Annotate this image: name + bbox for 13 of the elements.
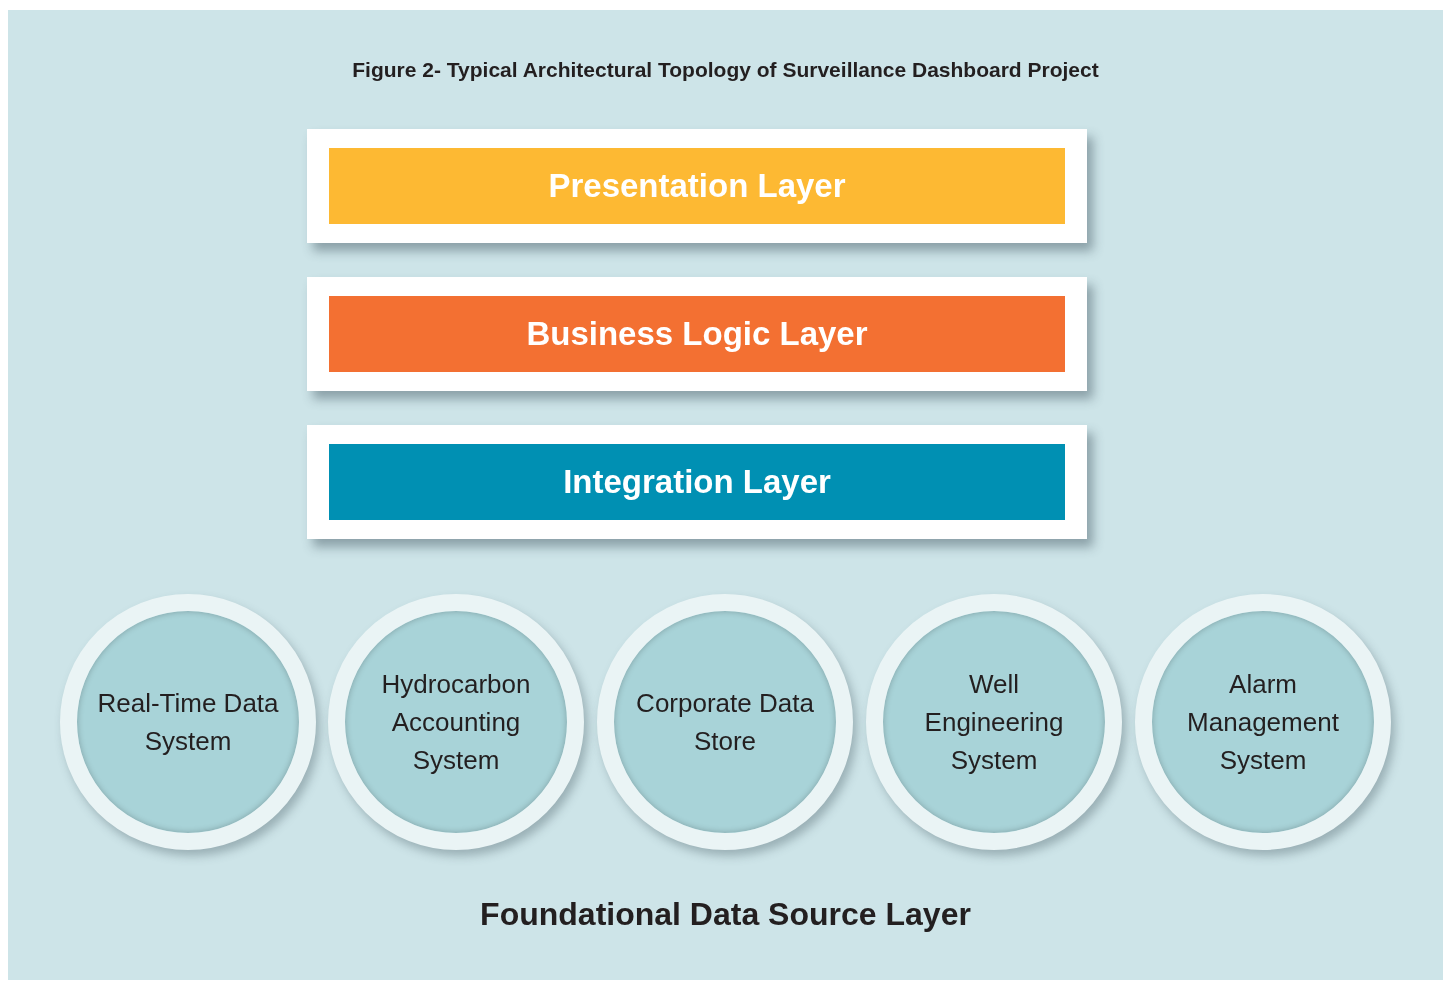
layer-title: Integration Layer <box>563 463 831 501</box>
layer-title: Presentation Layer <box>548 167 846 205</box>
system-label: Real-Time Data System <box>96 687 280 758</box>
layer-frame <box>307 425 1087 539</box>
layer-frame <box>307 277 1087 391</box>
layer-frame <box>307 129 1087 243</box>
system-label: Corporate Data Store <box>635 687 815 758</box>
system-label: Hydrocarbon Accounting System <box>380 668 532 777</box>
layer-title: Business Logic Layer <box>526 315 868 353</box>
figure-title: Figure 2- Typical Architectural Topology of Surveillance Dashboard Project <box>351 58 1100 82</box>
layer-caption: Foundational Data Source Layer <box>479 896 972 933</box>
system-label: Alarm Management System <box>1186 668 1340 777</box>
system-label: Well Engineering System <box>923 668 1065 777</box>
